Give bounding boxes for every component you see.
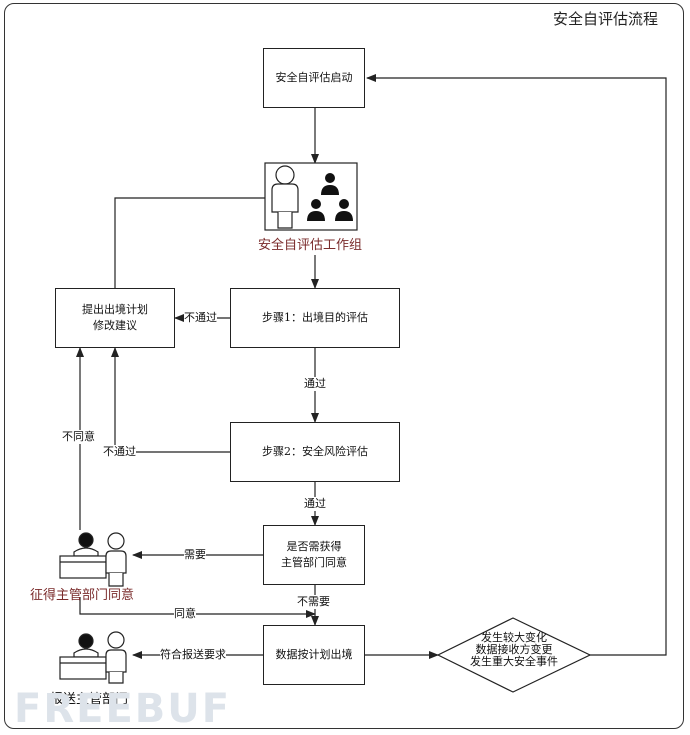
edge-step2-fail [111,347,230,453]
decision-diamond [436,617,592,693]
diagram-frame [4,3,684,729]
events-line-2: 数据接收方变更 [475,643,553,656]
edge-label-disagree: 不同意 [62,430,95,444]
edge-label-pass1: 通过 [304,377,326,391]
step2-node-label: 步骤2：安全风险评估 [262,445,368,458]
workgroup-icon [264,162,358,231]
export-node: 数据按计划出境 [263,625,365,685]
edge-label-fail1: 不通过 [184,311,217,325]
report-people-icon [59,631,127,684]
step2-node: 步骤2：安全风险评估 [230,422,400,482]
edge-label-report: 符合报送要求 [160,648,226,662]
edge-label-no-need: 不需要 [297,595,330,609]
edge-label-pass2: 通过 [304,497,326,511]
approval-people-icon [59,532,127,587]
approval-check-line-2: 主管部门同意 [281,556,347,569]
edge-events-to-start [366,74,667,656]
step1-node: 步骤1：出境目的评估 [230,288,400,348]
approval-check-line-1: 是否需获得 [286,540,342,553]
step1-node-label: 步骤1：出境目的评估 [262,311,368,324]
events-node-text: 发生较大变化 数据接收方变更 发生重大安全事件 [440,632,588,668]
approval-check-node: 是否需获得 主管部门同意 [263,525,365,585]
proposal-node: 提出出境计划 修改建议 [55,288,175,348]
proposal-line-1: 提出出境计划 [82,303,148,316]
diagram-title: 安全自评估流程 [553,10,659,28]
workgroup-caption: 安全自评估工作组 [258,238,363,253]
export-node-label: 数据按计划出境 [275,648,353,661]
report-caption: 报送主管部门 [50,692,129,707]
start-node-label: 安全自评估启动 [275,71,353,84]
start-node: 安全自评估启动 [263,48,365,108]
edge-proposal-to-workgroup [114,197,265,288]
approval-caption: 征得主管部门同意 [30,588,135,603]
edge-agree [79,597,316,618]
events-line-3: 发生重大安全事件 [470,655,558,668]
edge-label-fail2: 不通过 [103,445,136,459]
proposal-line-2: 修改建议 [93,319,137,332]
watermark-logo: FREEBUF [14,686,232,732]
events-line-1: 发生较大变化 [481,631,547,644]
edge-label-agree: 同意 [174,607,196,621]
edge-label-need: 需要 [184,548,206,562]
